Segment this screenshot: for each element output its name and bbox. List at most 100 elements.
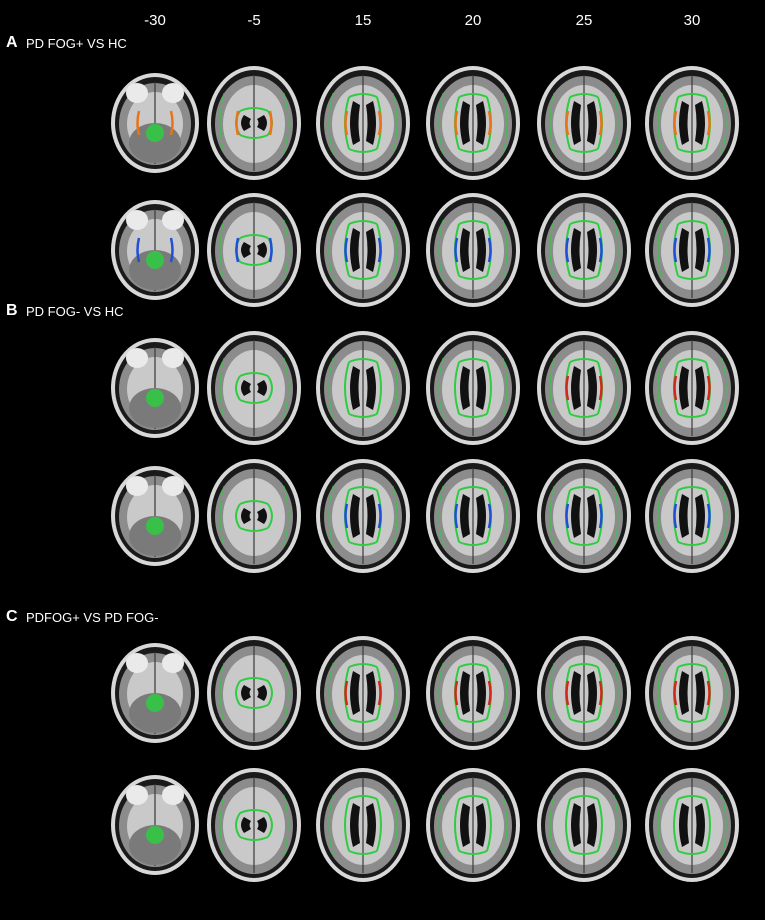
- ventricle: [460, 494, 470, 538]
- ventricle: [241, 115, 251, 131]
- ventricle: [476, 228, 486, 272]
- ventricle: [460, 366, 470, 410]
- tbss-skeleton: [673, 795, 711, 855]
- tbss-skeleton: [657, 219, 727, 281]
- tbss-skeleton: [328, 485, 398, 547]
- brain-slice: [111, 775, 199, 875]
- significant-cluster: [673, 110, 711, 136]
- significant-cluster: [235, 110, 273, 136]
- slice-label: -30: [144, 12, 166, 29]
- significant-cluster: [344, 503, 382, 529]
- ventricle: [571, 228, 581, 272]
- brainstem-skeleton: [146, 826, 164, 844]
- ventricle: [695, 494, 705, 538]
- brain-slice: [537, 636, 631, 750]
- panel-title-b: PD FOG- VS HC: [26, 304, 124, 319]
- significant-cluster: [454, 110, 492, 136]
- brain-slice: [426, 459, 520, 573]
- orbit: [162, 476, 184, 496]
- significant-cluster: [673, 680, 711, 706]
- orbit: [126, 785, 148, 805]
- orbit: [162, 348, 184, 368]
- ventricle: [587, 101, 597, 145]
- ventricle: [679, 803, 689, 847]
- ventricle: [257, 242, 267, 258]
- cerebellum: [129, 516, 181, 556]
- ventricle: [241, 242, 251, 258]
- brain-slice: [537, 66, 631, 180]
- brain-slice: [316, 66, 410, 180]
- ventricle: [679, 671, 689, 715]
- significant-cluster: [454, 237, 492, 263]
- significant-cluster: [565, 503, 603, 529]
- panel-title-a: PD FOG+ VS HC: [26, 36, 127, 51]
- ventricle: [241, 817, 251, 833]
- brain-slice: [426, 768, 520, 882]
- ventricle: [695, 101, 705, 145]
- ventricle: [350, 803, 360, 847]
- tbss-skeleton: [328, 662, 398, 724]
- ventricle: [695, 366, 705, 410]
- ventricle: [257, 380, 267, 396]
- cerebellum: [129, 693, 181, 733]
- brain-slice: [207, 768, 301, 882]
- ventricle: [366, 803, 376, 847]
- tbss-skeleton: [438, 485, 508, 547]
- tbss-skeleton: [454, 358, 492, 418]
- significant-cluster: [565, 110, 603, 136]
- tbss-skeleton: [657, 794, 727, 856]
- tbss-skeleton: [657, 357, 727, 419]
- orbit: [126, 348, 148, 368]
- orbit: [162, 83, 184, 103]
- panel-letter-a: A: [6, 34, 18, 51]
- ventricle: [460, 101, 470, 145]
- tbss-skeleton: [328, 357, 398, 419]
- slice-label: 20: [464, 12, 482, 29]
- tbss-skeleton: [328, 794, 398, 856]
- tbss-skeleton: [454, 795, 492, 855]
- brainstem-skeleton: [146, 517, 164, 535]
- cerebellum: [129, 250, 181, 290]
- ventricle: [366, 228, 376, 272]
- ventricle: [587, 366, 597, 410]
- tbss-skeleton: [219, 357, 289, 419]
- ventricle: [679, 228, 689, 272]
- brain-slice: [426, 331, 520, 445]
- tbss-skeleton: [549, 662, 619, 724]
- tbss-skeleton: [565, 795, 603, 855]
- ventricle: [476, 101, 486, 145]
- brain-slice: [537, 193, 631, 307]
- orbit: [126, 83, 148, 103]
- brain-slice: [537, 768, 631, 882]
- ventricle: [366, 671, 376, 715]
- orbit: [126, 653, 148, 673]
- significant-cluster: [673, 375, 711, 401]
- tbss-skeleton: [438, 219, 508, 281]
- tbss-skeleton: [438, 794, 508, 856]
- ventricle: [241, 685, 251, 701]
- tbss-skeleton: [549, 92, 619, 154]
- tbss-skeleton: [219, 92, 289, 154]
- orbit: [162, 785, 184, 805]
- ventricle: [679, 366, 689, 410]
- brain-slice: [111, 643, 199, 743]
- tbss-skeleton: [657, 92, 727, 154]
- ventricle: [695, 671, 705, 715]
- tbss-skeleton: [657, 485, 727, 547]
- cerebellum: [129, 825, 181, 865]
- ventricle: [366, 494, 376, 538]
- brain-slice: [537, 459, 631, 573]
- significant-cluster: [344, 237, 382, 263]
- tbss-skeleton: [549, 357, 619, 419]
- brain-slice: [645, 459, 739, 573]
- tbss-skeleton: [235, 677, 273, 709]
- ventricle: [350, 228, 360, 272]
- tbss-skeleton: [438, 662, 508, 724]
- brain-slice: [207, 331, 301, 445]
- panel-title-c: PDFOG+ VS PD FOG-: [26, 610, 159, 625]
- brain-slice: [316, 331, 410, 445]
- ventricle: [476, 803, 486, 847]
- significant-cluster: [136, 110, 174, 136]
- brain-slice: [645, 331, 739, 445]
